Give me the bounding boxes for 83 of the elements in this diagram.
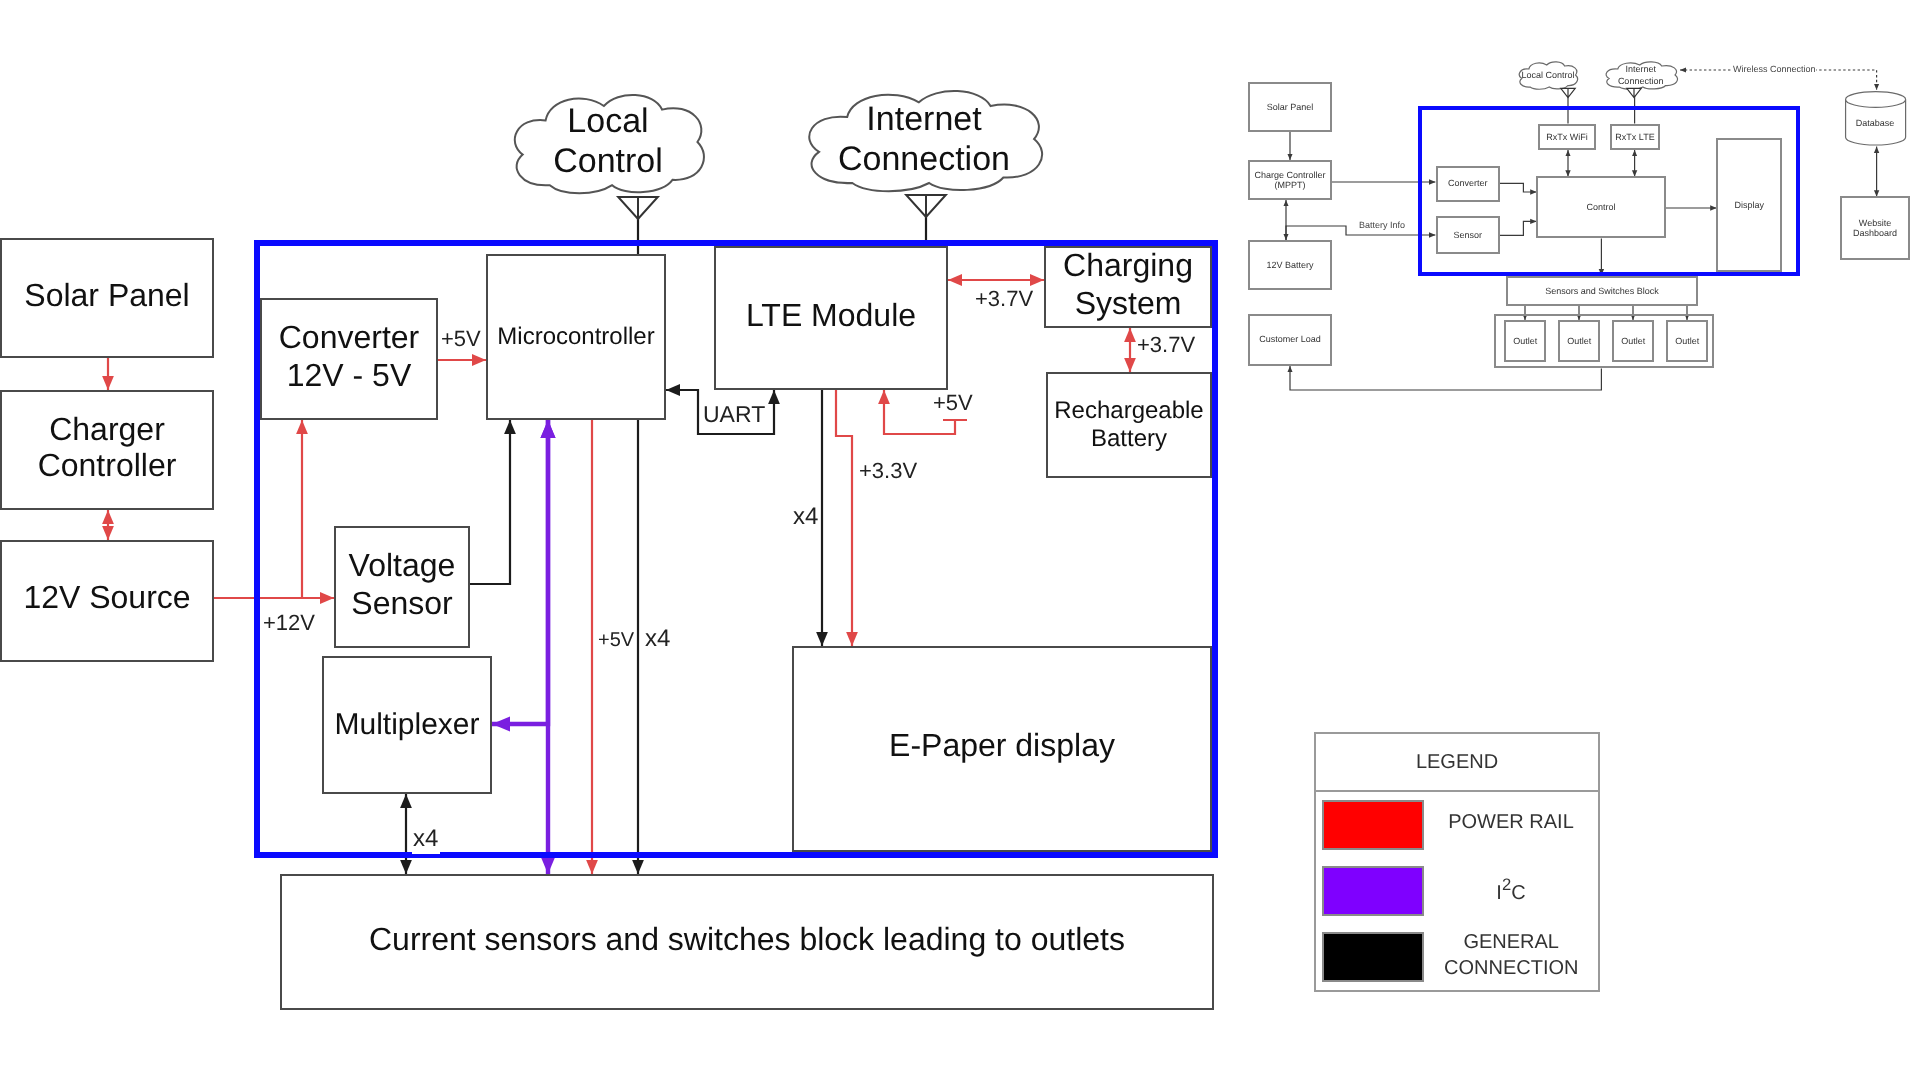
arrow [102, 358, 114, 390]
node-label: Rechargeable Battery [1052, 397, 1206, 453]
node-label: Current sensors and switches block leading to outlets [367, 923, 1127, 961]
arrow [1565, 149, 1571, 178]
process-box [1044, 246, 1212, 328]
process-box [1435, 165, 1500, 202]
arrow [540, 420, 556, 874]
process-box [0, 238, 214, 358]
node-label: Charging System [1061, 250, 1195, 324]
arrow [470, 420, 516, 586]
node-label: Internet Connection [835, 99, 1012, 179]
node-label: Microcontroller [495, 323, 657, 351]
arrow [878, 388, 969, 436]
process-box [1248, 160, 1332, 200]
arrow [1283, 199, 1289, 241]
arrow [1598, 238, 1605, 276]
process-box [334, 526, 470, 648]
arrow [1873, 146, 1880, 198]
process-box [1435, 216, 1500, 254]
arrow [1124, 328, 1136, 372]
database-cylinder [1843, 90, 1907, 147]
group-frame [254, 240, 1218, 858]
process-box [280, 874, 1214, 1010]
arrow [666, 384, 780, 436]
node-label: Multiplexer [332, 707, 482, 743]
arrow [1576, 304, 1582, 321]
arrow [834, 390, 858, 646]
node-label: 12V Source [21, 582, 193, 620]
process-box [714, 246, 948, 390]
node-label: E-Paper display [887, 730, 1117, 768]
arrow [438, 354, 486, 366]
arrow [586, 420, 598, 874]
arrow [816, 390, 828, 646]
arrow [1287, 365, 1602, 391]
process-box [1536, 176, 1666, 239]
node-label: Solar Panel [22, 279, 192, 317]
node-label: Local Control [551, 102, 665, 182]
process-box [1840, 196, 1910, 260]
process-box [1666, 320, 1709, 363]
node-label: LTE Module [743, 299, 919, 337]
arrow [1631, 149, 1638, 178]
node-label: Voltage Sensor [346, 550, 458, 624]
process-box [1505, 275, 1699, 306]
edge-label: +5V [597, 630, 636, 653]
process-box [792, 646, 1212, 852]
legend-label: GENERAL CONNECTION [1442, 932, 1581, 982]
process-box [1046, 372, 1212, 478]
process-box [486, 254, 666, 420]
process-box [1610, 123, 1660, 150]
legend-label: I$^{2}$C [1494, 874, 1528, 908]
process-box [1248, 314, 1332, 366]
process-box [1504, 320, 1547, 363]
process-box [0, 540, 214, 662]
arrow [632, 420, 644, 874]
edge-label: +5V [932, 391, 974, 417]
arrow [1499, 182, 1538, 195]
arrow [948, 274, 1044, 286]
edge-label: x4 [412, 826, 440, 854]
arrow [1331, 179, 1436, 185]
arrow [102, 510, 114, 540]
process-box [322, 656, 492, 794]
process-box [1248, 82, 1332, 132]
legend-title: LEGEND [1415, 751, 1499, 773]
group-frame [1494, 313, 1714, 369]
arrow [1630, 304, 1636, 321]
group-frame [1418, 105, 1799, 276]
process-box [260, 298, 438, 420]
arrow [400, 794, 412, 874]
arrow [1499, 218, 1538, 236]
process-box [0, 390, 214, 510]
arrow [1522, 304, 1528, 321]
node-label: Charger Controller [35, 413, 179, 487]
arrow [1285, 225, 1436, 241]
process-box [1558, 320, 1601, 363]
legend-label: POWER RAIL [1446, 812, 1576, 838]
process-box [1248, 240, 1332, 290]
process-box [1716, 138, 1782, 272]
node-label: Converter 12V - 5V [276, 322, 422, 396]
arrow [1684, 304, 1690, 321]
arrow [1664, 205, 1718, 211]
process-box [1538, 123, 1596, 150]
process-box [1612, 320, 1655, 363]
arrow [1287, 131, 1293, 161]
